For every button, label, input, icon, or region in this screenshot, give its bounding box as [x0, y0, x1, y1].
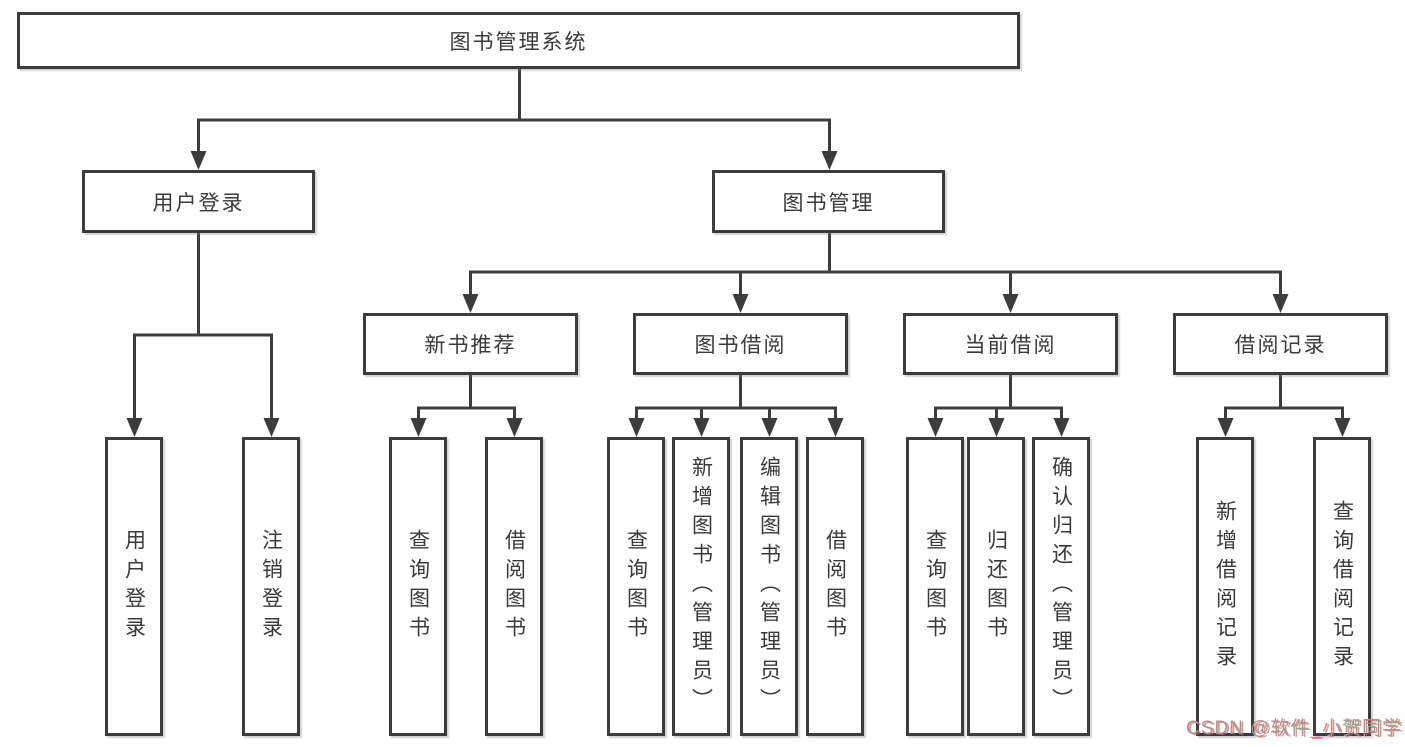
node-book-management-module: 图书管理	[712, 170, 945, 233]
node-label: 借阅记录	[1234, 334, 1327, 357]
node-label: 查询图书	[406, 528, 430, 645]
node-label: 新增借阅记录	[1213, 499, 1237, 674]
leaf-logout: 注销登录	[242, 437, 300, 736]
csdn-watermark: CSDN @软件_小贺同学	[1186, 718, 1402, 739]
node-book-borrowing: 图书借阅	[633, 313, 848, 375]
leaf-borrow-books-recommend: 借阅图书	[485, 437, 543, 736]
node-label: 图书借阅	[694, 334, 787, 357]
leaf-query-borrow-record: 查询借阅记录	[1313, 437, 1371, 736]
node-new-book-recommend: 新书推荐	[363, 313, 578, 375]
node-current-borrowing: 当前借阅	[903, 313, 1118, 375]
leaf-query-books-borrowing: 查询图书	[607, 437, 665, 736]
node-root-library-system: 图书管理系统	[17, 12, 1020, 69]
node-label: 查询借阅记录	[1330, 499, 1354, 674]
node-label: 图书管理	[782, 191, 875, 215]
leaf-return-book: 归还图书	[967, 437, 1025, 736]
node-label: 注销登录	[259, 528, 283, 645]
leaf-add-borrow-record: 新增借阅记录	[1196, 437, 1254, 736]
leaf-confirm-return-admin: 确认归还（管理员）	[1032, 437, 1090, 736]
node-label: 用户登录	[152, 191, 245, 215]
node-label: 编辑图书（管理员）	[757, 456, 781, 717]
leaf-edit-book-admin: 编辑图书（管理员）	[740, 437, 798, 736]
leaf-user-login: 用户登录	[105, 437, 163, 736]
node-label: 归还图书	[984, 528, 1008, 645]
arrowheads	[126, 151, 1351, 437]
node-user-login-module: 用户登录	[82, 170, 315, 233]
node-borrow-records: 借阅记录	[1173, 313, 1388, 375]
node-label: 新增图书（管理员）	[689, 456, 713, 717]
node-label: 当前借阅	[964, 334, 1057, 357]
leaf-add-book-admin: 新增图书（管理员）	[672, 437, 730, 736]
node-label: 借阅图书	[502, 528, 526, 645]
leaf-query-books-recommend: 查询图书	[389, 437, 447, 736]
leaf-borrow-books-borrowing: 借阅图书	[806, 437, 864, 736]
node-label: 确认归还（管理员）	[1049, 456, 1073, 717]
node-label: 借阅图书	[823, 528, 847, 645]
node-label: 新书推荐	[424, 334, 517, 357]
node-label: 查询图书	[624, 528, 648, 645]
node-label: 查询图书	[923, 528, 947, 645]
leaf-query-books-current: 查询图书	[906, 437, 964, 736]
node-label: 图书管理系统	[449, 30, 588, 54]
node-label: 用户登录	[122, 528, 146, 645]
